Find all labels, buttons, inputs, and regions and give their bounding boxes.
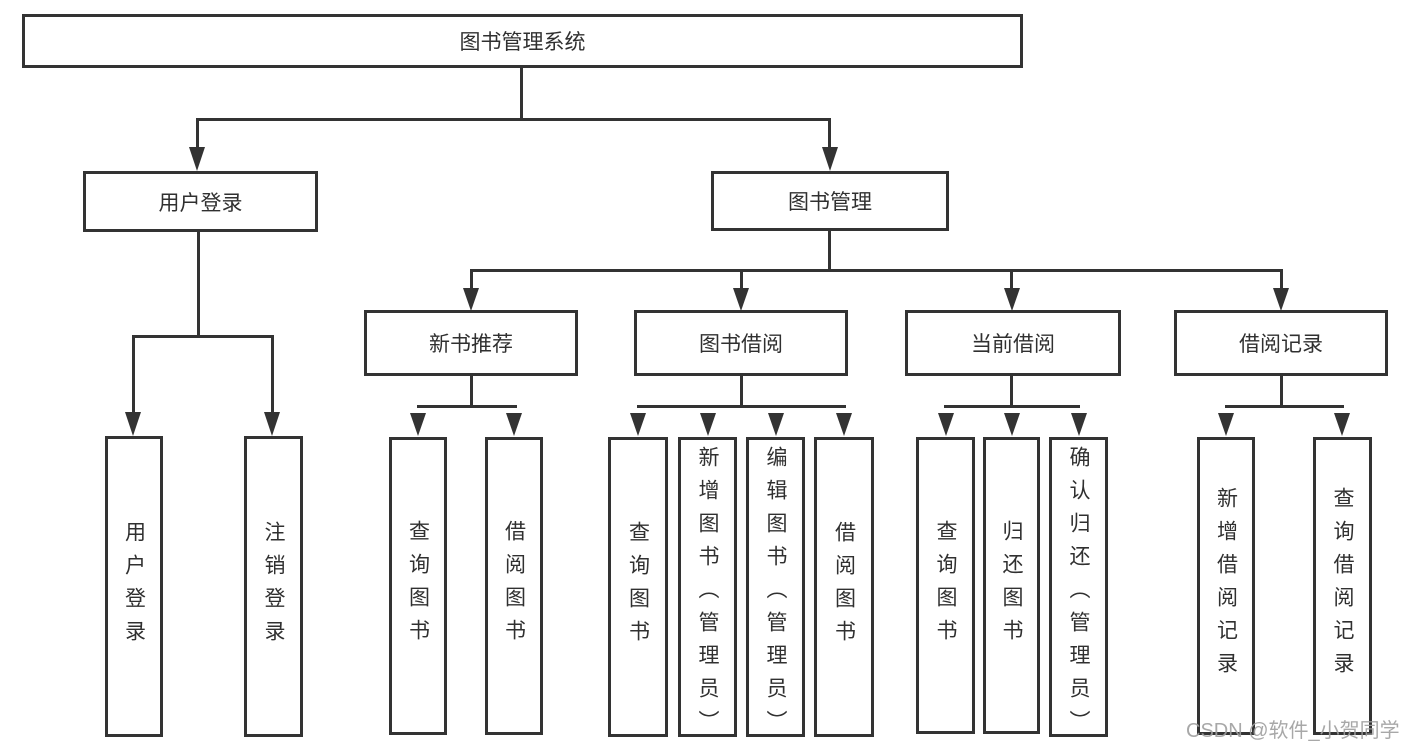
node-root-label: 图书管理系统	[459, 31, 586, 54]
arrow-head	[1273, 288, 1289, 311]
leaf-edit-book-admin: 编辑图书（管理员）	[746, 437, 805, 743]
connector-book-mgmt-split	[470, 269, 1283, 272]
arrow-head	[630, 413, 646, 436]
leaf-label: 确认归还（管理员）	[1067, 446, 1090, 743]
leaf-label: 借阅图书	[502, 520, 526, 652]
arrow-head	[1004, 413, 1020, 436]
node-user-login-label: 用户登录	[158, 191, 243, 215]
connector-book-borrow-split	[637, 405, 846, 408]
arrow-head	[1334, 413, 1350, 436]
node-book-borrow: 图书借阅	[634, 310, 848, 376]
connector-current-borrow-split	[944, 405, 1080, 408]
connector-to-leaf	[271, 335, 274, 413]
leaf-user-login: 用户登录	[105, 436, 163, 737]
connector-to-book-management	[828, 118, 831, 148]
arrow-head	[733, 288, 749, 311]
connector-new-book-drop	[470, 376, 473, 407]
arrow-head	[822, 147, 838, 171]
leaf-label: 编辑图书（管理员）	[764, 446, 787, 743]
arrow-head	[700, 413, 716, 436]
arrow-head	[1004, 288, 1020, 311]
node-new-book-recommend: 新书推荐	[364, 310, 578, 376]
leaf-confirm-return-admin: 确认归还（管理员）	[1049, 437, 1108, 743]
node-new-book-recommend-label: 新书推荐	[429, 333, 513, 356]
leaf-label: 查询图书	[934, 519, 957, 652]
leaf-label: 归还图书	[1000, 519, 1023, 652]
connector-to-book-borrow	[740, 272, 743, 288]
connector-user-login-split	[132, 335, 274, 338]
arrow-head	[189, 147, 205, 171]
connector-to-leaf	[132, 335, 135, 413]
connector-book-borrow-drop	[740, 376, 743, 407]
leaf-label: 借阅图书	[832, 521, 856, 653]
leaf-return-books: 归还图书	[983, 437, 1040, 734]
node-root: 图书管理系统	[22, 14, 1023, 68]
connector-to-user-login	[196, 118, 199, 148]
leaf-label: 新增借阅记录	[1214, 487, 1238, 685]
arrow-head	[836, 413, 852, 436]
leaf-label: 注销登录	[262, 520, 285, 653]
leaf-borrow-books: 借阅图书	[814, 437, 874, 737]
arrow-head	[410, 413, 426, 436]
node-book-borrow-label: 图书借阅	[699, 333, 783, 356]
connector-current-borrow-drop	[1010, 376, 1013, 407]
node-borrow-records-label: 借阅记录	[1239, 333, 1323, 356]
leaf-logout: 注销登录	[244, 436, 303, 737]
node-user-login: 用户登录	[83, 171, 318, 232]
node-current-borrow-label: 当前借阅	[971, 333, 1055, 356]
arrow-head	[1071, 413, 1087, 436]
connector-to-current-borrow	[1010, 272, 1013, 288]
arrow-head	[264, 412, 280, 436]
leaf-query-books-borrow: 查询图书	[608, 437, 668, 737]
leaf-label: 查询图书	[406, 520, 430, 652]
leaf-label: 用户登录	[122, 520, 146, 653]
leaf-query-books-current: 查询图书	[916, 437, 975, 734]
connector-user-login-drop	[197, 232, 200, 335]
connector-borrow-record-split	[1225, 405, 1344, 408]
leaf-label: 新增图书（管理员）	[696, 446, 719, 743]
arrow-head	[768, 413, 784, 436]
connector-book-mgmt-drop	[828, 231, 831, 272]
connector-new-book-split	[417, 405, 517, 408]
leaf-add-book-admin: 新增图书（管理员）	[678, 437, 737, 743]
connector-to-borrow-record	[1280, 272, 1283, 288]
arrow-head	[125, 412, 141, 436]
connector-borrow-record-drop	[1280, 376, 1283, 407]
arrow-head	[938, 413, 954, 436]
node-current-borrow: 当前借阅	[905, 310, 1121, 376]
node-book-management: 图书管理	[711, 171, 949, 231]
leaf-query-books-recommend: 查询图书	[389, 437, 447, 735]
leaf-borrow-books-recommend: 借阅图书	[485, 437, 543, 735]
connector-root-split	[197, 118, 831, 121]
arrow-head	[463, 288, 479, 311]
node-book-management-label: 图书管理	[788, 191, 872, 214]
leaf-query-borrow-record: 查询借阅记录	[1313, 437, 1372, 735]
leaf-label: 查询借阅记录	[1331, 487, 1354, 685]
leaf-add-borrow-record: 新增借阅记录	[1197, 437, 1255, 735]
leaf-label: 查询图书	[626, 521, 650, 653]
watermark: CSDN @软件_小贺同学	[1186, 720, 1400, 742]
node-borrow-records: 借阅记录	[1174, 310, 1388, 376]
connector-root-drop	[520, 68, 523, 118]
arrow-head	[506, 413, 522, 436]
arrow-head	[1218, 413, 1234, 436]
connector-to-new-book	[470, 272, 473, 288]
